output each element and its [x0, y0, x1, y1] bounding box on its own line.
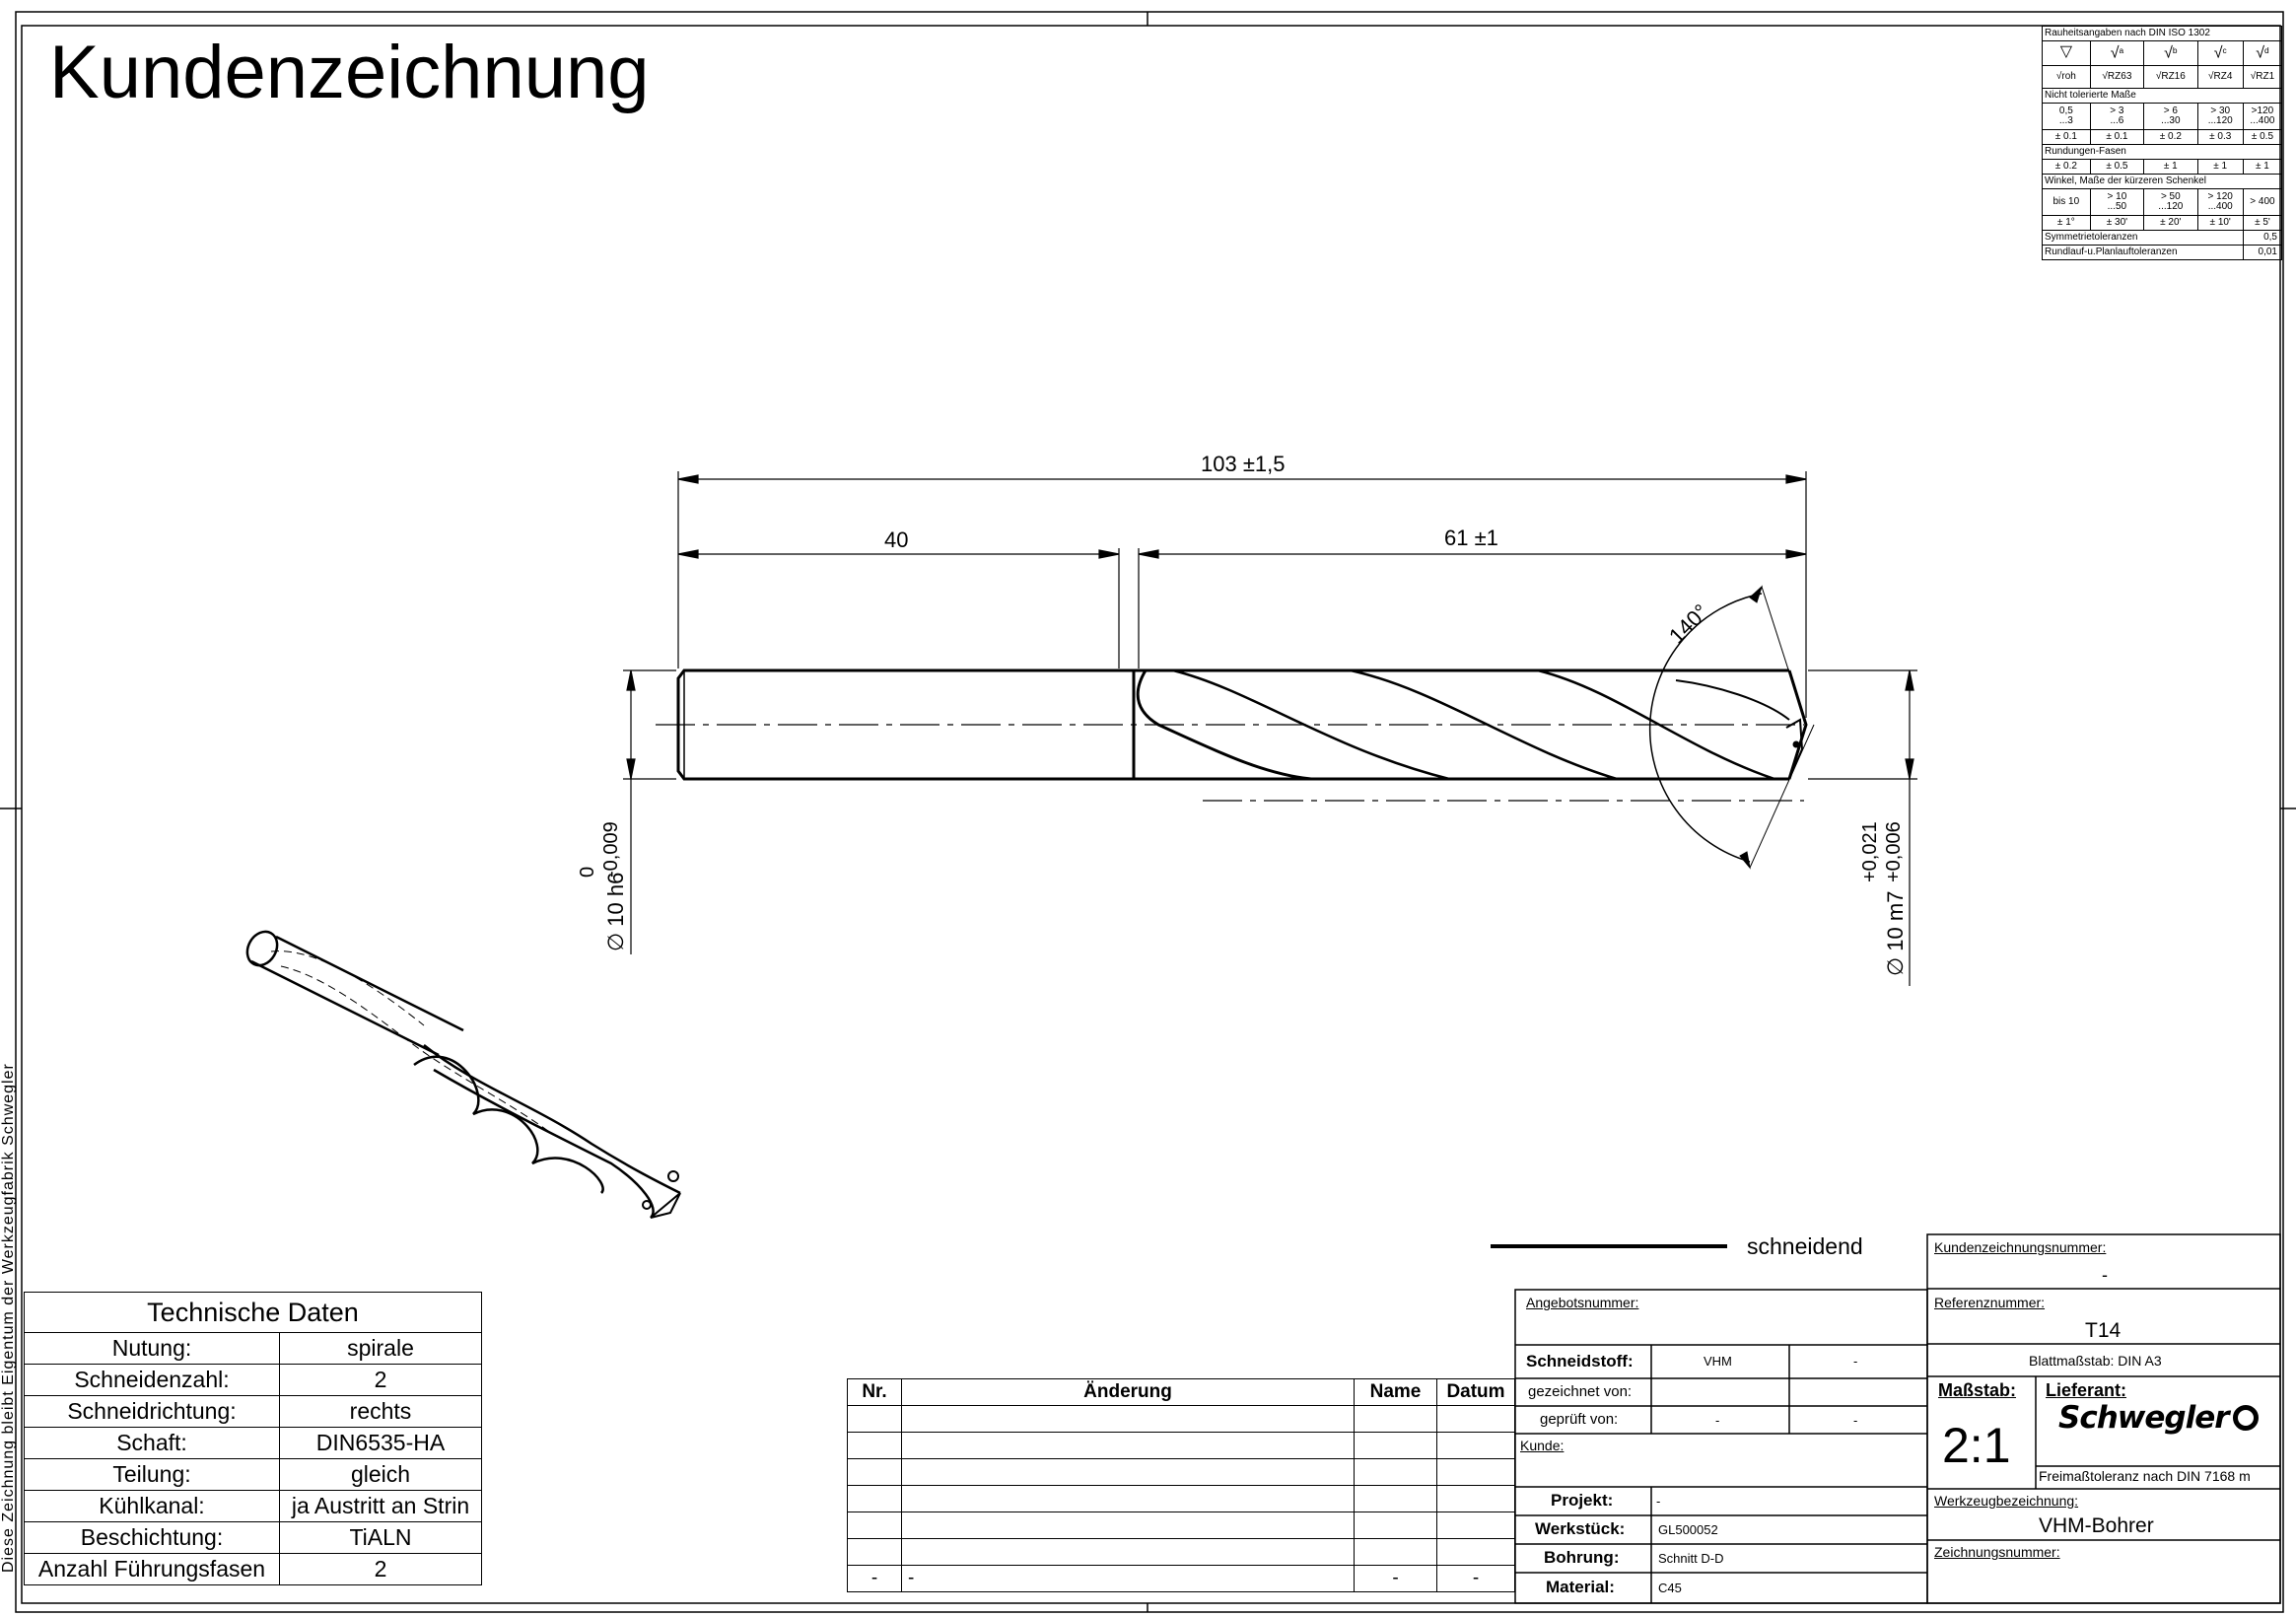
- rev-cell: -: [847, 1565, 902, 1592]
- tech-label: Schneidenzahl:: [24, 1364, 280, 1396]
- roughness-symbol-icon: √b: [2143, 40, 2198, 66]
- tech-label: Beschichtung:: [24, 1521, 280, 1554]
- tech-label: Nutung:: [24, 1332, 280, 1365]
- drill-side-view: [656, 585, 1815, 870]
- werkstueck-value: GL500052: [1658, 1522, 1718, 1537]
- roughness-symbol-icon: √c: [2196, 40, 2244, 66]
- rev-cell: -: [901, 1565, 1355, 1592]
- rev-header-change: Änderung: [901, 1378, 1355, 1406]
- dim-body-tolerance: +0,021 +0,006: [1859, 821, 1905, 882]
- blattmassstab: Blattmaßstab: DIN A3: [2029, 1353, 2162, 1369]
- geprueft-value-2: -: [1853, 1413, 1858, 1428]
- roughness-symbol-icon: ▽: [2042, 40, 2091, 66]
- rev-cell: -: [1354, 1565, 1437, 1592]
- page-title: Kundenzeichnung: [49, 31, 650, 114]
- tech-label: Anzahl Führungsfasen: [24, 1553, 280, 1585]
- roughness-header: Rauheitsangaben nach DIN ISO 1302: [2042, 26, 2282, 41]
- tech-value: TiALN: [279, 1521, 482, 1554]
- ownership-note: Diese Zeichnung bleibt Eigentum der Werk…: [0, 1063, 17, 1573]
- material-label: Material:: [1546, 1578, 1615, 1596]
- material-value: C45: [1658, 1581, 1682, 1595]
- rev-header-date: Datum: [1436, 1378, 1515, 1406]
- schneidstoff-label: Schneidstoff:: [1526, 1352, 1634, 1371]
- tech-value: DIN6535-HA: [279, 1427, 482, 1459]
- roughness-value: √roh: [2042, 65, 2091, 89]
- kundenzeichnungsnummer-value: -: [2102, 1265, 2108, 1285]
- tolerance-table: Rauheitsangaben nach DIN ISO 1302 ▽ √a √…: [2042, 26, 2283, 260]
- roughness-symbol-icon: √d: [2242, 40, 2283, 66]
- angebotsnummer-label: Angebotsnummer:: [1526, 1295, 1639, 1310]
- massstab-value: 2:1: [1942, 1418, 2011, 1473]
- werkstueck-label: Werkstück:: [1535, 1519, 1626, 1538]
- projekt-value: -: [1656, 1494, 1661, 1509]
- gear-icon: [2233, 1405, 2260, 1431]
- schwegler-logo-text: Schwegler: [2058, 1400, 2230, 1436]
- tech-label: Kühlkanal:: [24, 1490, 280, 1522]
- dim-overall: 103 ±1,5: [1201, 452, 1286, 476]
- nicht-tol-label: Nicht tolerierte Maße: [2042, 88, 2282, 104]
- legend-label: schneidend: [1747, 1233, 1863, 1259]
- roughness-value: √RZ4: [2196, 65, 2244, 89]
- rundlauf-value: 0,01: [2242, 245, 2283, 260]
- rev-header-name: Name: [1354, 1378, 1437, 1406]
- schneidstoff-extra: -: [1853, 1354, 1858, 1369]
- kunde-label: Kunde:: [1520, 1438, 1565, 1453]
- bohrung-label: Bohrung:: [1544, 1548, 1620, 1567]
- dimension-lines: [623, 471, 1917, 986]
- tech-value: gleich: [279, 1458, 482, 1491]
- massstab-label: Maßstab:: [1938, 1380, 2017, 1400]
- roughness-symbol-icon: √a: [2089, 40, 2145, 66]
- rev-header-nr: Nr.: [847, 1378, 902, 1406]
- rundungen-label: Rundungen-Fasen: [2042, 144, 2282, 160]
- roughness-value: √RZ63: [2089, 65, 2145, 89]
- tech-label: Schneidrichtung:: [24, 1395, 280, 1428]
- tech-value: rechts: [279, 1395, 482, 1428]
- bohrung-value: Schnitt D-D: [1658, 1551, 1724, 1566]
- symmetrie-value: 0,5: [2242, 230, 2283, 246]
- inner-frame: [21, 25, 2281, 1604]
- winkel-label: Winkel, Maße der kürzeren Schenkel: [2042, 174, 2282, 189]
- geprueft-label: geprüft von:: [1540, 1411, 1619, 1428]
- tech-value: ja Austritt an Strin: [279, 1490, 482, 1522]
- schwegler-logo: Schwegler: [2058, 1400, 2260, 1436]
- gezeichnet-label: gezeichnet von:: [1528, 1383, 1633, 1400]
- dim-shank-length: 40: [884, 527, 909, 552]
- geprueft-value-1: -: [1715, 1413, 1720, 1428]
- zeichnungsnummer-label: Zeichnungsnummer:: [1934, 1544, 2060, 1560]
- tech-value: 2: [279, 1553, 482, 1585]
- dim-shank-diameter: ∅ 10 h6: [603, 872, 628, 951]
- referenznummer-value: T14: [2085, 1319, 2122, 1342]
- freimasstoleranz: Freimaßtoleranz nach DIN 7168 m: [2039, 1468, 2251, 1484]
- dim-flute-length: 61 ±1: [1444, 526, 1498, 550]
- projekt-label: Projekt:: [1551, 1491, 1614, 1510]
- lieferant-label: Lieferant:: [2046, 1380, 2127, 1400]
- revision-table: Nr. Änderung Name Datum - - - -: [847, 1378, 1515, 1592]
- dim-body-diameter: ∅ 10 m7: [1883, 890, 1908, 976]
- werkzeugbezeichnung-label: Werkzeugbezeichnung:: [1934, 1493, 2079, 1509]
- kundenzeichnungsnummer-label: Kundenzeichnungsnummer:: [1934, 1239, 2107, 1255]
- rev-cell: -: [1436, 1565, 1515, 1592]
- symmetrie-label: Symmetrietoleranzen: [2042, 230, 2244, 246]
- tech-label: Schaft:: [24, 1427, 280, 1459]
- referenznummer-label: Referenznummer:: [1934, 1295, 2046, 1310]
- roughness-value: √RZ16: [2143, 65, 2198, 89]
- diameter-icon: ∅: [603, 932, 628, 951]
- tech-label: Teilung:: [24, 1458, 280, 1491]
- schneidstoff-value: VHM: [1704, 1354, 1732, 1369]
- diameter-icon: ∅: [1883, 956, 1908, 976]
- werkzeugbezeichnung-value: VHM-Bohrer: [2039, 1514, 2154, 1537]
- rundlauf-label: Rundlauf-u.Planlauftoleranzen: [2042, 245, 2244, 260]
- tech-value: spirale: [279, 1332, 482, 1365]
- tech-value: 2: [279, 1364, 482, 1396]
- dim-shank-tolerance: 0 -0,009: [577, 821, 622, 878]
- outer-frame: [15, 11, 2284, 1613]
- roughness-value: √RZ1: [2242, 65, 2283, 89]
- tech-data-header: Technische Daten: [24, 1292, 482, 1333]
- drill-iso-view: [245, 930, 681, 1219]
- tech-data-table: Technische Daten Nutung:spirale Schneide…: [24, 1292, 482, 1585]
- titleblock-grid: [1514, 1233, 2281, 1604]
